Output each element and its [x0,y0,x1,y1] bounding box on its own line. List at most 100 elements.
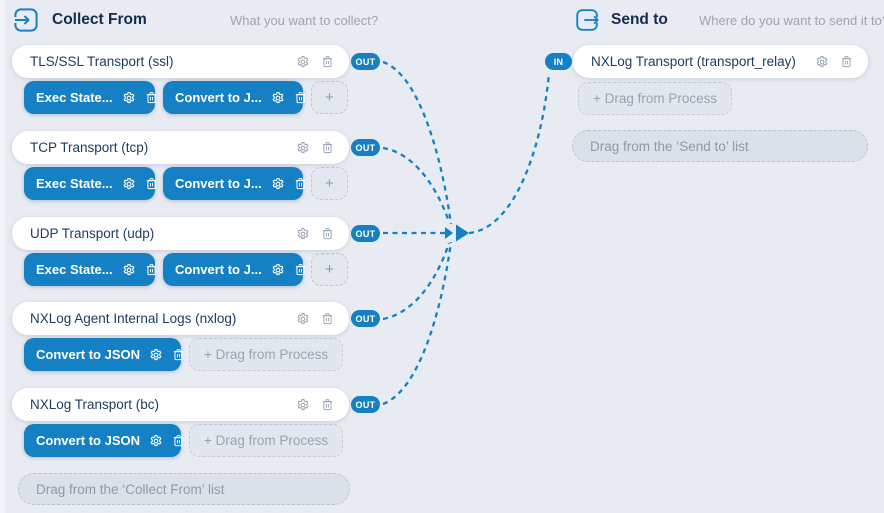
add-processor-button[interactable]: + [311,167,348,200]
gear-icon [149,434,163,448]
trash-icon [145,177,158,190]
configure-button[interactable] [296,398,310,412]
delete-button[interactable] [321,141,334,154]
processor-chip[interactable]: Convert to JSON [24,424,184,457]
processor-chip-label: Convert to J... [175,90,262,105]
gear-icon [296,55,310,69]
send-to-subtitle: Where do you want to send it to? [699,13,884,28]
processor-chip[interactable]: Convert to J... [163,81,305,114]
processor-chip-row: Convert to JSON + Drag from Process [24,338,344,371]
send-target-label: NXLog Transport (transport_relay) [591,54,796,69]
source-label: UDP Transport (udp) [30,226,155,241]
gear-icon [122,263,136,277]
card-actions [815,55,868,69]
trash-icon [294,177,307,190]
trash-icon [294,91,307,104]
trash-icon [321,398,334,411]
processor-chip-row: Exec State... Convert to J... + [24,81,348,114]
configure-button[interactable] [149,348,163,362]
delete-button[interactable] [145,91,158,104]
processor-chip-label: Convert to J... [175,262,262,277]
card-actions [296,55,349,69]
configure-button[interactable] [815,55,829,69]
gear-icon [296,398,310,412]
delete-button[interactable] [321,227,334,240]
gear-icon [271,91,285,105]
gear-icon [296,227,310,241]
collect-source-card[interactable]: UDP Transport (udp) [12,217,349,250]
in-badge[interactable]: IN [545,53,572,70]
configure-button[interactable] [296,312,310,326]
configure-button[interactable] [149,434,163,448]
configure-button[interactable] [296,55,310,69]
gear-icon [296,141,310,155]
collect-source-card[interactable]: TLS/SSL Transport (ssl) [12,45,349,78]
trash-icon [321,227,334,240]
send-drag-from-process-placeholder[interactable]: + Drag from Process [578,82,733,115]
configure-button[interactable] [271,263,285,277]
send-to-title: Send to [611,11,668,28]
processor-chip[interactable]: Convert to J... [163,253,305,286]
processor-chip[interactable]: Convert to JSON [24,338,184,371]
add-processor-button[interactable]: + [311,253,348,286]
configure-button[interactable] [271,91,285,105]
source-label: NXLog Transport (bc) [30,397,160,412]
delete-button[interactable] [321,55,334,68]
add-processor-button[interactable]: + [311,81,348,114]
gear-icon [149,348,163,362]
delete-button[interactable] [321,312,334,325]
send-target-card[interactable]: NXLog Transport (transport_relay) [573,45,868,78]
connection-line [382,60,453,225]
configure-button[interactable] [122,177,136,191]
drag-from-process-placeholder[interactable]: + Drag from Process [189,424,344,457]
configure-button[interactable] [271,177,285,191]
delete-button[interactable] [321,398,334,411]
out-badge[interactable]: OUT [351,139,380,156]
drag-from-process-placeholder[interactable]: + Drag from Process [189,338,344,371]
source-label: TCP Transport (tcp) [30,140,149,155]
card-actions [296,312,349,326]
configure-button[interactable] [296,141,310,155]
out-badge[interactable]: OUT [351,225,380,242]
gear-icon [122,177,136,191]
delete-button[interactable] [145,177,158,190]
out-badge[interactable]: OUT [351,396,380,413]
gear-icon [271,263,285,277]
trash-icon [321,141,334,154]
delete-button[interactable] [145,263,158,276]
delete-button[interactable] [172,434,185,447]
delete-button[interactable] [294,177,307,190]
send-drop-zone[interactable]: Drag from the ‘Send to’ list [572,130,868,162]
trash-icon [145,263,158,276]
trash-icon [145,91,158,104]
configure-button[interactable] [296,227,310,241]
send-to-icon [575,7,601,33]
configure-button[interactable] [122,91,136,105]
delete-button[interactable] [294,91,307,104]
collect-source-card[interactable]: NXLog Transport (bc) [12,388,349,421]
processor-chip-label: Exec State... [36,262,113,277]
processor-chip[interactable]: Convert to J... [163,167,305,200]
source-label: TLS/SSL Transport (ssl) [30,54,174,69]
connection-line [382,242,451,321]
out-badge[interactable]: OUT [351,310,380,327]
card-actions [296,141,349,155]
card-actions [296,227,349,241]
trash-icon [172,348,185,361]
processor-chip[interactable]: Exec State... [24,253,158,286]
out-badge[interactable]: OUT [351,53,380,70]
trash-icon [321,312,334,325]
delete-button[interactable] [172,348,185,361]
collect-drop-zone[interactable]: Drag from the ‘Collect From’ list [18,473,350,505]
processor-chip[interactable]: Exec State... [24,81,158,114]
delete-button[interactable] [840,55,853,68]
collect-source-card[interactable]: NXLog Agent Internal Logs (nxlog) [12,302,349,335]
processor-chip[interactable]: Exec State... [24,167,158,200]
processor-chip-label: Convert to J... [175,176,262,191]
delete-button[interactable] [294,263,307,276]
gear-icon [296,312,310,326]
gear-icon [271,177,285,191]
configure-button[interactable] [122,263,136,277]
collect-source-card[interactable]: TCP Transport (tcp) [12,131,349,164]
